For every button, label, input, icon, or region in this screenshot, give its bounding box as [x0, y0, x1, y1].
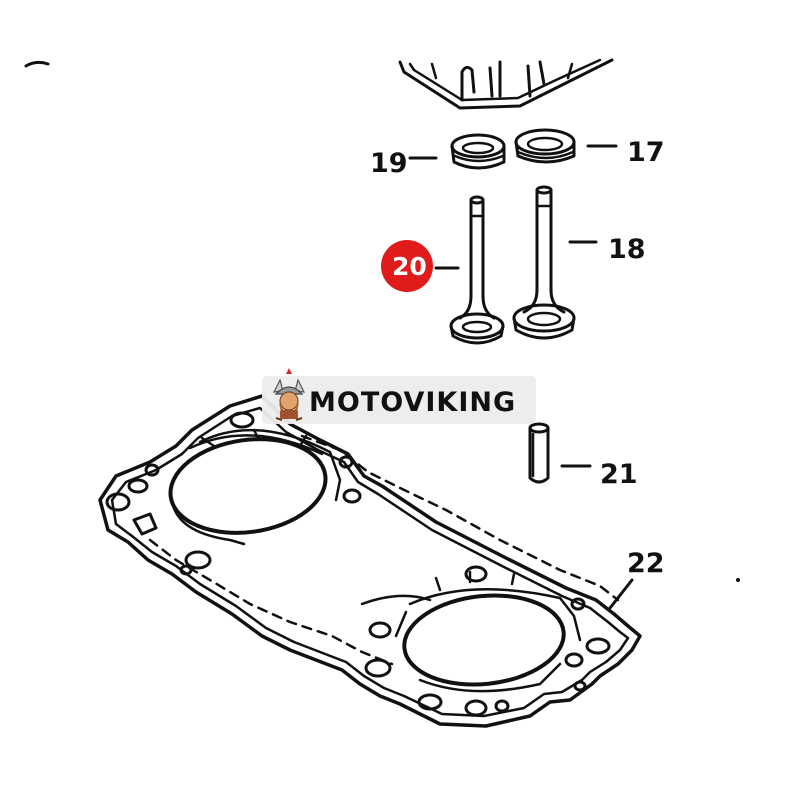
valve-20: [449, 195, 505, 345]
callout-18: 18: [608, 234, 646, 265]
callout-21: 21: [600, 459, 638, 490]
stray-dot: [736, 578, 740, 582]
leader-22: [608, 578, 634, 610]
valve-stem-seal-19: [450, 133, 506, 170]
watermark-brand: MOTOVIKING: [309, 387, 516, 418]
valve-18: [512, 185, 576, 340]
stray-mark: [24, 60, 50, 68]
watermark: MOTOVIKING: [262, 368, 536, 424]
dowel-pin-21: [528, 422, 550, 484]
callout-20: 20: [392, 252, 427, 281]
callout-19: 19: [370, 148, 408, 179]
valve-stem-seal-17: [514, 128, 576, 164]
viking-mascot-icon: [272, 368, 306, 421]
callout-22: 22: [627, 548, 665, 579]
callout-20-badge: [381, 240, 433, 292]
watermark-background: [262, 376, 536, 424]
head-gasket-22: [98, 394, 642, 728]
callout-17: 17: [627, 137, 665, 168]
cylinder-head-edge: [398, 58, 614, 110]
